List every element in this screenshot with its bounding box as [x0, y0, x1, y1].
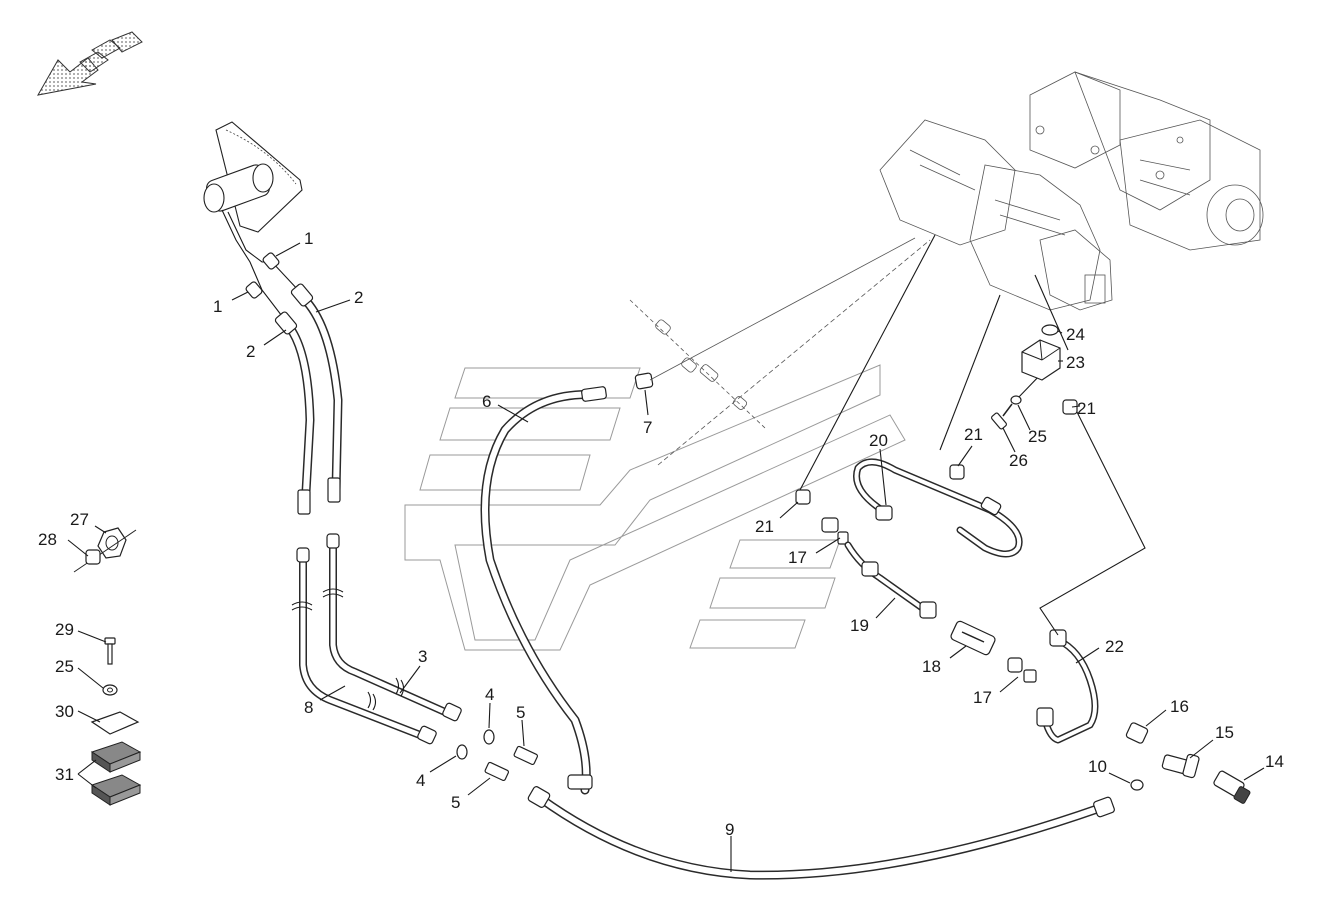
callout-3: 3: [418, 647, 427, 666]
clamp-31-upper: [90, 741, 142, 773]
callout-17-lower: 17: [973, 688, 992, 707]
fitting-21-left: [795, 489, 811, 505]
callout-7: 7: [643, 418, 652, 437]
callout-2-right: 2: [354, 288, 363, 307]
plug-28: [85, 549, 101, 565]
nut-27: [73, 527, 137, 573]
callout-18: 18: [922, 657, 941, 676]
callout-26: 26: [1009, 451, 1028, 470]
pipe-3: [326, 533, 462, 722]
callout-25-upper: 25: [1028, 427, 1047, 446]
washer-25-upper: [1010, 395, 1022, 405]
callout-23: 23: [1066, 353, 1085, 372]
pump-leader-lines: [799, 234, 1146, 636]
callout-21-left: 21: [755, 517, 774, 536]
fitting-21-middle: [949, 464, 965, 480]
orientation-arrow-icon: [37, 31, 143, 96]
clamp-31-lower: [90, 774, 142, 806]
union-5-lower: [484, 761, 510, 782]
fitting-1-upper: [262, 252, 280, 270]
pipe-20: [853, 458, 1023, 558]
washer-4-lower: [456, 744, 468, 760]
callout-22: 22: [1105, 637, 1124, 656]
callout-8: 8: [304, 698, 313, 717]
callout-29: 29: [55, 620, 74, 639]
callout-31: 31: [55, 765, 74, 784]
fitting-16: [1125, 722, 1149, 744]
check-valve-18: [950, 620, 996, 656]
callout-16: 16: [1170, 697, 1189, 716]
hydraulic-pump-block: [879, 71, 1264, 311]
callout-10: 10: [1088, 757, 1107, 776]
callout-5-upper: 5: [516, 703, 525, 722]
callout-20: 20: [869, 431, 888, 450]
hose-6: [480, 386, 607, 795]
fitting-17-upper: [821, 517, 849, 545]
fitting-21-right: [1062, 399, 1078, 415]
union-5-upper: [513, 745, 539, 766]
callout-24: 24: [1066, 325, 1085, 344]
hose-pair-2: [274, 283, 343, 515]
callout-4-lower: 4: [416, 771, 425, 790]
break-marks: [291, 588, 405, 711]
watermark-logo: [404, 364, 906, 651]
control-lever-bracket: [203, 121, 303, 233]
fitting-17-lower: [1007, 657, 1037, 683]
callout-25-lower: 25: [55, 657, 74, 676]
pipe-22: [1036, 629, 1099, 744]
tee-15: [1161, 753, 1200, 779]
fitting-7: [634, 372, 654, 390]
sensor-14: [1213, 770, 1251, 804]
callout-17-upper: 17: [788, 548, 807, 567]
fitting-1-lower: [245, 281, 263, 299]
callout-2-left: 2: [246, 342, 255, 361]
hose-9: [527, 786, 1115, 880]
callout-9: 9: [725, 820, 734, 839]
callout-1-upper: 1: [304, 229, 313, 248]
pipe-19: [844, 541, 937, 619]
bracket-connection-lines: [221, 209, 301, 321]
cover-plate-30: [90, 711, 140, 735]
callout-6: 6: [482, 392, 491, 411]
washer-10: [1130, 779, 1144, 791]
callout-27: 27: [70, 510, 89, 529]
valve-block-23: [1021, 339, 1061, 381]
callout-14: 14: [1265, 752, 1284, 771]
seal-24: [1041, 324, 1059, 336]
callout-labels: 1 1 2 2 3 4 4 5 5 6 7 8 9 10 14 15 16 17…: [38, 229, 1284, 839]
callout-15: 15: [1215, 723, 1234, 742]
callout-19: 19: [850, 616, 869, 635]
callout-28: 28: [38, 530, 57, 549]
callout-21-middle: 21: [964, 425, 983, 444]
washer-4-upper: [483, 729, 495, 745]
upper-pipe-ghost: [629, 237, 931, 466]
callout-4-upper: 4: [485, 685, 494, 704]
callout-leaders: [67, 242, 1265, 872]
pipe-8: [296, 547, 437, 745]
callout-1-lower: 1: [213, 297, 222, 316]
washer-25-lower: [102, 684, 118, 696]
callout-30: 30: [55, 702, 74, 721]
callout-21-right: 21: [1077, 399, 1096, 418]
bolt-29: [104, 637, 116, 665]
screw-26: [991, 403, 1013, 430]
callout-5-lower: 5: [451, 793, 460, 812]
